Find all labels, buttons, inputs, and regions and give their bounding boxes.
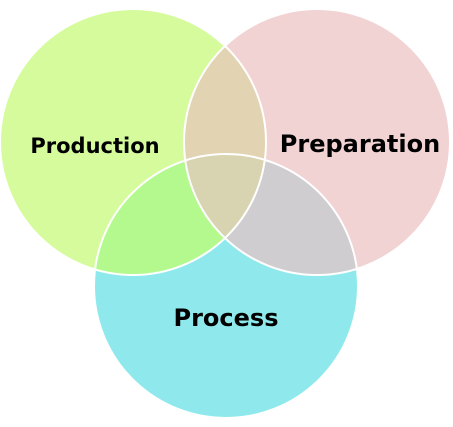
label-preparation: Preparation: [280, 130, 440, 158]
outline-production: [0, 8, 267, 276]
outline-process: [93, 153, 359, 419]
outline-preparation: [183, 8, 451, 276]
overlap-preparation-process: [184, 154, 358, 275]
label-process: Process: [174, 304, 279, 332]
label-production: Production: [30, 134, 159, 158]
overlap-production-process: [94, 154, 266, 275]
